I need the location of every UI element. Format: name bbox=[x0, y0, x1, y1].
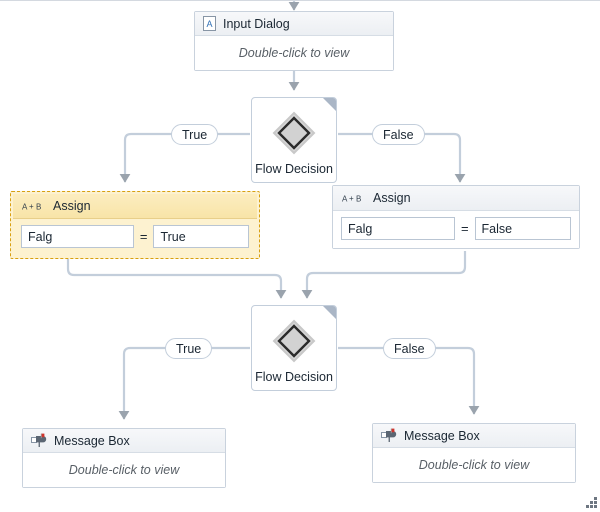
node-input-dialog[interactable]: A Input Dialog Double-click to view bbox=[194, 11, 394, 71]
branch-true-top-text: True bbox=[182, 127, 208, 142]
resize-grip[interactable] bbox=[585, 496, 597, 508]
message-box-right-hint: Double-click to view bbox=[418, 458, 530, 472]
flow-decision-bottom-label: Flow Decision bbox=[255, 370, 333, 384]
assign-right-body: Falg = False bbox=[333, 211, 579, 248]
assign-right-target-input[interactable]: Falg bbox=[341, 217, 455, 240]
node-message-box-left[interactable]: Message Box Double-click to view bbox=[22, 428, 226, 488]
diamond-icon bbox=[272, 111, 316, 155]
assign-right-operator: = bbox=[460, 221, 469, 236]
node-flow-decision-bottom[interactable]: Flow Decision bbox=[251, 305, 337, 391]
assign-left-header: A + B Assign bbox=[13, 194, 257, 219]
flow-decision-top-label: Flow Decision bbox=[255, 162, 333, 176]
input-dialog-hint: Double-click to view bbox=[238, 46, 350, 60]
svg-text:+: + bbox=[349, 194, 354, 203]
branch-label-true-bottom: True bbox=[165, 338, 213, 359]
node-assign-left[interactable]: A + B Assign Falg = True bbox=[10, 191, 260, 259]
decision-corner-marker-icon bbox=[323, 98, 336, 111]
node-flow-decision-top[interactable]: Flow Decision bbox=[251, 97, 337, 183]
branch-false-bottom-text: False bbox=[394, 341, 425, 356]
assign-right-value-input[interactable]: False bbox=[474, 217, 571, 240]
branch-label-true-top: True bbox=[171, 124, 219, 145]
branch-true-bottom-text: True bbox=[176, 341, 202, 356]
input-dialog-body[interactable]: Double-click to view bbox=[195, 36, 393, 70]
branch-false-top-text: False bbox=[383, 127, 414, 142]
document-a-icon: A bbox=[203, 16, 216, 31]
assign-right-header: A + B Assign bbox=[333, 186, 579, 211]
branch-label-false-top: False bbox=[372, 124, 425, 145]
assign-left-body: Falg = True bbox=[13, 219, 257, 256]
message-box-left-body[interactable]: Double-click to view bbox=[23, 453, 225, 487]
assign-left-target-input[interactable]: Falg bbox=[21, 225, 134, 248]
svg-text:A: A bbox=[206, 19, 212, 29]
assign-right-title: Assign bbox=[373, 191, 411, 205]
assign-left-value-input[interactable]: True bbox=[153, 225, 249, 248]
message-box-left-title: Message Box bbox=[54, 433, 130, 448]
svg-text:B: B bbox=[356, 195, 361, 204]
message-box-right-header: Message Box bbox=[373, 424, 575, 448]
svg-text:+: + bbox=[29, 202, 34, 211]
message-box-left-hint: Double-click to view bbox=[68, 463, 180, 477]
node-assign-right[interactable]: A + B Assign Falg = False bbox=[332, 185, 580, 249]
branch-label-false-bottom: False bbox=[383, 338, 436, 359]
a-plus-b-icon: A + B bbox=[22, 200, 44, 212]
svg-text:B: B bbox=[36, 203, 41, 212]
mailbox-icon bbox=[31, 433, 47, 448]
message-box-right-body[interactable]: Double-click to view bbox=[373, 448, 575, 482]
svg-text:A: A bbox=[22, 203, 28, 212]
decision-corner-marker-icon bbox=[323, 306, 336, 319]
svg-text:A: A bbox=[342, 195, 348, 204]
input-dialog-title: Input Dialog bbox=[223, 16, 290, 31]
node-message-box-right[interactable]: Message Box Double-click to view bbox=[372, 423, 576, 483]
message-box-right-title: Message Box bbox=[404, 428, 480, 443]
assign-left-operator: = bbox=[139, 229, 148, 244]
input-dialog-header: A Input Dialog bbox=[195, 12, 393, 36]
a-plus-b-icon: A + B bbox=[342, 192, 364, 204]
mailbox-icon bbox=[381, 428, 397, 443]
message-box-left-header: Message Box bbox=[23, 429, 225, 453]
assign-left-title: Assign bbox=[53, 199, 91, 213]
diamond-icon bbox=[272, 319, 316, 363]
